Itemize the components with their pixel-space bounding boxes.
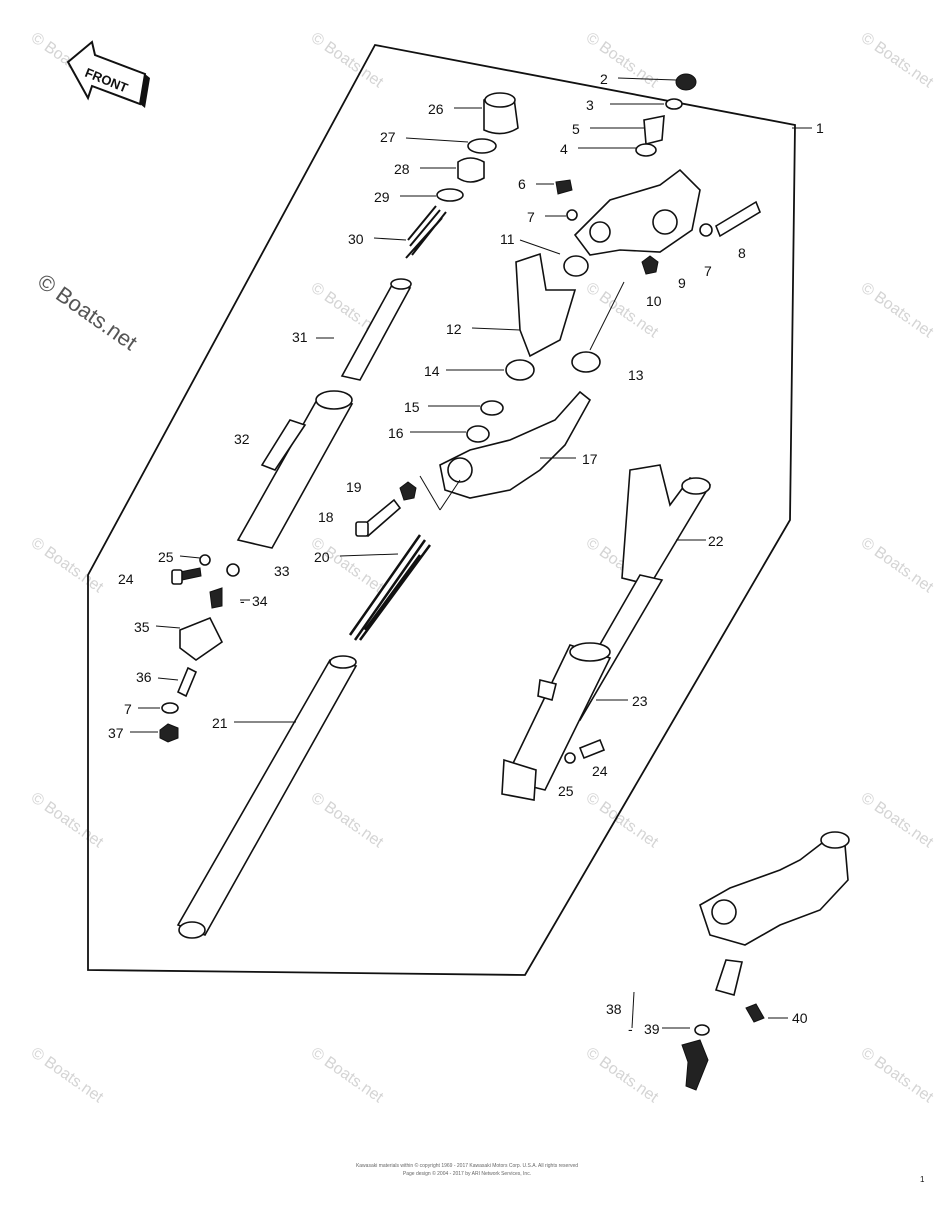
steering-parts — [355, 73, 761, 538]
callout-4: 4 — [560, 141, 568, 157]
callout-18: 18 — [318, 509, 334, 525]
steering-lock-parts — [681, 831, 850, 1091]
page-mark: 1 — [920, 1175, 925, 1184]
svg-text:-: - — [628, 1021, 633, 1037]
copyright-line-1: Kawasaki materials within © copyright 19… — [356, 1162, 578, 1169]
callout-9: 9 — [678, 275, 686, 291]
callout-40: 40 — [792, 1010, 808, 1026]
watermark: © Boats.net — [583, 29, 662, 91]
watermark: © Boats.net — [858, 1044, 934, 1106]
callout-22: 22 — [708, 533, 724, 549]
watermark: © Boats.net — [308, 29, 387, 91]
watermark: © Boats.net — [308, 1044, 387, 1106]
callout-3: 3 — [586, 97, 594, 113]
callout-25-right: 25 — [558, 783, 574, 799]
front-arrow-icon: FRONT — [66, 40, 150, 108]
callout-39: 39 — [644, 1021, 660, 1037]
callout-17: 17 — [582, 451, 598, 467]
callout-5: 5 — [572, 121, 580, 137]
callout-27: 27 — [380, 129, 396, 145]
callout-32: 32 — [234, 431, 250, 447]
callout-25-left: 25 — [158, 549, 174, 565]
callout-2: 2 — [600, 71, 608, 87]
callout-24-left: 24 — [118, 571, 134, 587]
watermark-layer: © Boats.net © Boats.net © Boats.net © Bo… — [28, 29, 934, 1106]
callout-24-right: 24 — [592, 763, 608, 779]
callout-labels: 2 3 5 4 6 7 1 8 7 9 10 11 12 13 14 15 16… — [108, 71, 824, 1037]
callout-19: 19 — [346, 479, 362, 495]
callout-7-right: 7 — [704, 263, 712, 279]
callout-13: 13 — [628, 367, 644, 383]
callout-36: 36 — [136, 669, 152, 685]
callout-37: 37 — [108, 725, 124, 741]
callout-31: 31 — [292, 329, 308, 345]
callout-7-left: 7 — [124, 701, 132, 717]
callout-8: 8 — [738, 245, 746, 261]
watermark: © Boats.net — [583, 789, 662, 851]
callout-26: 26 — [428, 101, 444, 117]
callout-20: 20 — [314, 549, 330, 565]
watermark: © Boats.net — [308, 789, 387, 851]
callout-34: 34 — [252, 593, 268, 609]
assembly-boundary — [87, 43, 796, 976]
watermark: © Boats.net — [583, 279, 662, 341]
watermark: © Boats.net — [858, 789, 934, 851]
watermark: © Boats.net — [583, 1044, 662, 1106]
svg-text:-: - — [240, 593, 245, 609]
right-fork-parts — [501, 464, 712, 801]
left-fork-parts — [159, 92, 519, 939]
callout-38: 38 — [606, 1001, 622, 1017]
callout-10: 10 — [646, 293, 662, 309]
copyright-line-2: Page design © 2004 - 2017 by ARI Network… — [403, 1170, 531, 1177]
copyright-footer: Kawasaki materials within © copyright 19… — [356, 1162, 925, 1184]
callout-14: 14 — [424, 363, 440, 379]
callout-15: 15 — [404, 399, 420, 415]
callout-12: 12 — [446, 321, 462, 337]
watermark: © Boats.net — [858, 279, 934, 341]
watermark: © Boats.net — [858, 534, 934, 596]
watermark-prominent: © Boats.net — [33, 269, 142, 356]
callout-33: 33 — [274, 563, 290, 579]
watermark: © Boats.net — [28, 1044, 107, 1106]
callout-16: 16 — [388, 425, 404, 441]
callout-7-top: 7 — [527, 209, 535, 225]
callout-35: 35 — [134, 619, 150, 635]
callout-11: 11 — [500, 231, 515, 247]
callout-6: 6 — [518, 176, 526, 192]
callout-21: 21 — [212, 715, 228, 731]
watermark: © Boats.net — [858, 29, 934, 91]
callout-1: 1 — [816, 120, 824, 136]
watermark: © Boats.net — [28, 534, 107, 596]
watermark: © Boats.net — [308, 534, 387, 596]
callout-28: 28 — [394, 161, 410, 177]
callout-30: 30 — [348, 231, 364, 247]
leader-lines — [130, 77, 812, 1029]
watermark: © Boats.net — [28, 789, 107, 851]
callout-29: 29 — [374, 189, 390, 205]
callout-23: 23 — [632, 693, 648, 709]
